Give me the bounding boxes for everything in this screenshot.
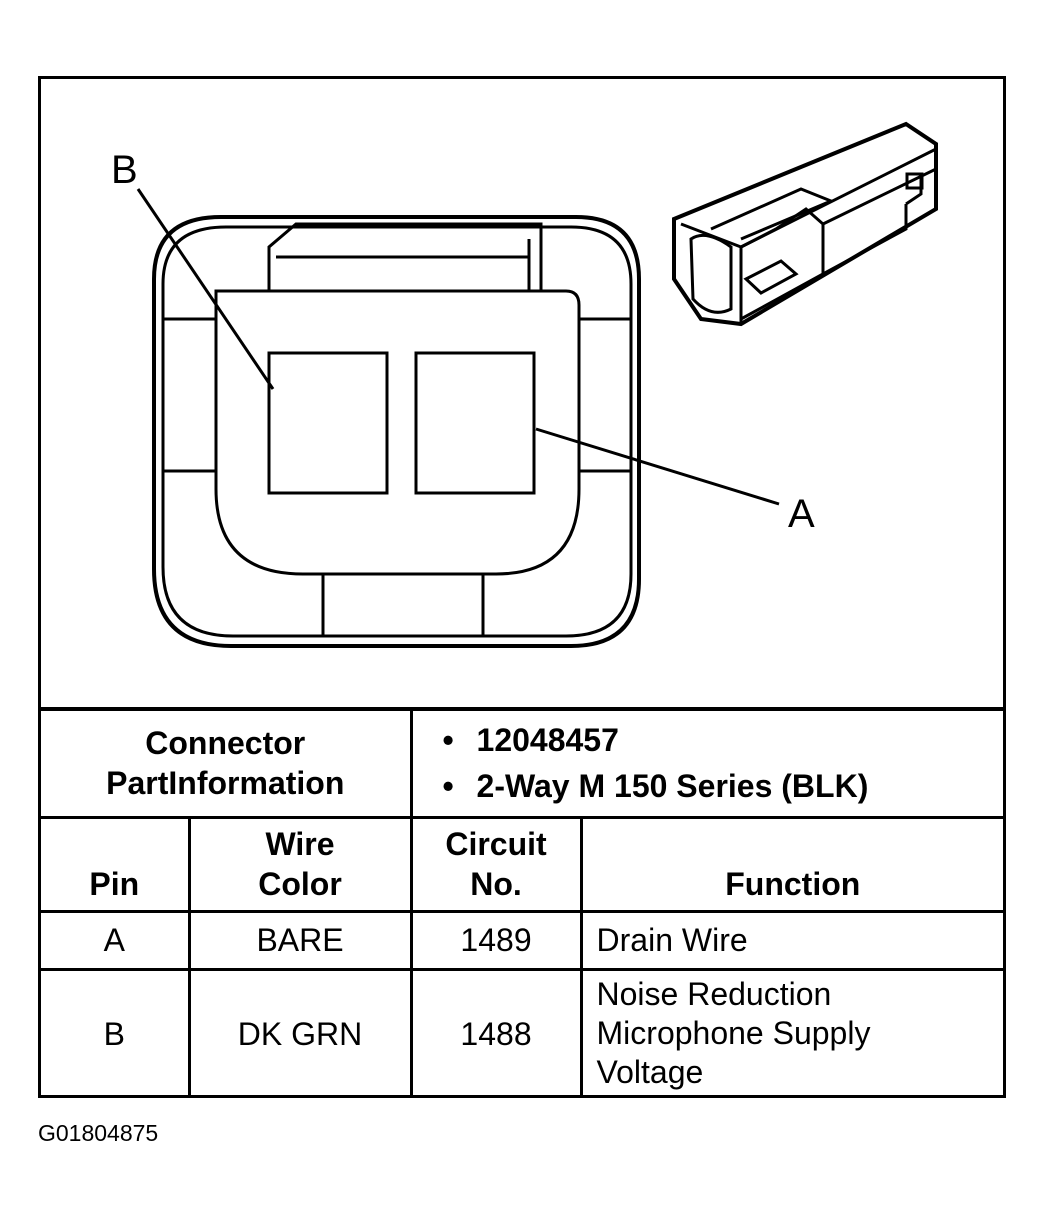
pin-cavity-b xyxy=(267,351,389,495)
part-info-values: 12048457 2-Way M 150 Series (BLK) xyxy=(409,707,1004,819)
row-b-function-line3: Voltage xyxy=(596,1054,704,1091)
row-a-wire-color: BARE xyxy=(187,909,413,971)
header-wire-color: Wire Color xyxy=(187,815,413,913)
part-info-label: Connector PartInformation xyxy=(41,707,413,819)
connector-series: 2-Way M 150 Series (BLK) xyxy=(443,763,1004,809)
figure-frame: B A Connector PartInformation xyxy=(38,76,1006,1098)
header-circuit: Circuit No. xyxy=(409,815,583,913)
connector-housing xyxy=(214,289,581,576)
leader-line-b xyxy=(136,188,275,390)
table-row: B DK GRN 1488 Noise Reduction Microphone… xyxy=(41,967,1004,1097)
connector-iso-view xyxy=(672,121,938,327)
row-a-function-line1: Drain Wire xyxy=(596,921,748,958)
callout-b: B xyxy=(111,148,138,192)
connector-latch xyxy=(267,222,543,291)
header-pin-text: Pin xyxy=(89,865,140,902)
header-wire-color-line2: Color xyxy=(258,865,342,902)
connector-inner-shell xyxy=(161,225,633,638)
callout-a: A xyxy=(788,492,815,536)
connector-diagram: B A xyxy=(111,121,938,648)
header-function: Function xyxy=(579,815,1004,913)
header-pin: Pin xyxy=(41,815,191,913)
part-number: 12048457 xyxy=(443,717,1004,763)
header-function-text: Function xyxy=(725,865,861,902)
row-a-function: Drain Wire xyxy=(579,909,1004,971)
header-row: Pin Wire Color Circuit No. Function xyxy=(41,815,1004,913)
row-a-circuit: 1489 xyxy=(409,909,583,971)
row-b-wire-color: DK GRN xyxy=(187,967,413,1097)
part-info-label-line2: PartInformation xyxy=(106,765,345,802)
part-info-label-line1: Connector xyxy=(145,725,306,762)
header-circuit-line2: No. xyxy=(470,865,522,902)
connector-table: Connector PartInformation 12048457 2-Way… xyxy=(41,707,1004,1097)
row-b-function-line1: Noise Reduction xyxy=(596,976,832,1013)
row-b-circuit: 1488 xyxy=(409,967,583,1097)
table-row: A BARE 1489 Drain Wire xyxy=(41,909,1004,971)
row-a-pin: A xyxy=(41,909,191,971)
pin-cavity-a xyxy=(414,351,536,495)
row-b-pin: B xyxy=(41,967,191,1097)
leader-line-a xyxy=(535,427,780,506)
header-circuit-line1: Circuit xyxy=(445,825,547,862)
row-b-function-line2: Microphone Supply xyxy=(596,1015,871,1052)
header-wire-color-line1: Wire xyxy=(265,825,335,862)
row-b-function: Noise Reduction Microphone Supply Voltag… xyxy=(579,967,1004,1097)
figure-code: G01804875 xyxy=(38,1120,159,1146)
connector-outer-shell xyxy=(152,215,641,648)
part-info-row: Connector PartInformation 12048457 2-Way… xyxy=(41,707,1004,819)
